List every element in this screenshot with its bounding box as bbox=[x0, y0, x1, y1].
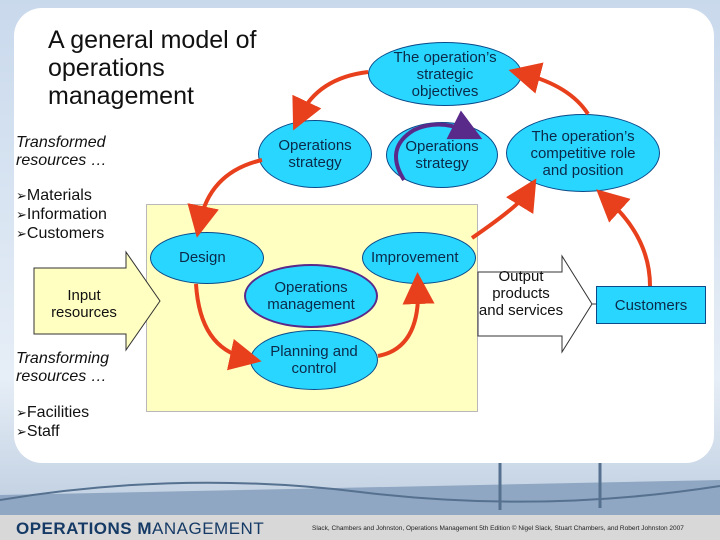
competitive-role-label: The operation’s competitive role and pos… bbox=[530, 127, 636, 179]
transforming-resources-label: Transforming resources … bbox=[16, 350, 110, 385]
improvement-label: Improvement bbox=[371, 249, 459, 266]
book-logo: OPERATIONS MANAGEMENT bbox=[16, 519, 264, 539]
footer-bar bbox=[0, 515, 720, 540]
transformed-resources-label: Transformed resources … bbox=[16, 134, 107, 169]
customers-label: Customers bbox=[614, 296, 688, 314]
list-item-label: Facilities bbox=[26, 404, 90, 421]
design-label: Design bbox=[179, 249, 226, 266]
logo-text-thin: ANAGEMENT bbox=[152, 519, 265, 538]
input-resources-label: Input resources bbox=[51, 287, 117, 321]
page-title: A general model of operations management bbox=[48, 26, 257, 110]
transforming-resources-list: ➢Facilities ➢Staff bbox=[16, 404, 89, 442]
list-item-label: Materials bbox=[26, 187, 92, 204]
operations-strategy-center-label: Operations strategy bbox=[405, 138, 479, 172]
list-item-label: Information bbox=[26, 206, 107, 223]
list-item: ➢Facilities bbox=[16, 404, 89, 423]
list-item: ➢Customers bbox=[16, 225, 107, 244]
transformed-resources-list: ➢Materials ➢Information ➢Customers bbox=[16, 187, 107, 244]
operations-strategy-label: Operations strategy bbox=[278, 137, 352, 171]
list-item-label: Staff bbox=[26, 423, 60, 440]
operations-strategy-ellipse: Operations strategy bbox=[258, 120, 372, 188]
bullet-arrow-icon: ➢ bbox=[16, 208, 27, 223]
design-ellipse: Design bbox=[150, 232, 264, 284]
planning-control-label: Planning and control bbox=[270, 343, 358, 377]
operations-strategy-center-ellipse: Operations strategy bbox=[386, 122, 498, 188]
planning-control-ellipse: Planning and control bbox=[250, 330, 378, 390]
strategic-objectives-label: The operation’s strategic objectives bbox=[393, 48, 497, 100]
copyright-credit: Slack, Chambers and Johnston, Operations… bbox=[312, 525, 684, 532]
improvement-ellipse: Improvement bbox=[362, 232, 476, 284]
list-item-label: Customers bbox=[26, 225, 105, 242]
operations-management-label: Operations management bbox=[267, 279, 355, 313]
bullet-arrow-icon: ➢ bbox=[16, 189, 27, 204]
bullet-arrow-icon: ➢ bbox=[16, 227, 27, 242]
output-label: Output products and services bbox=[478, 268, 564, 319]
strategic-objectives-ellipse: The operation’s strategic objectives bbox=[368, 42, 522, 106]
logo-text-bold: OPERATIONS M bbox=[16, 519, 153, 538]
competitive-role-ellipse: The operation’s competitive role and pos… bbox=[506, 114, 660, 192]
list-item: ➢Staff bbox=[16, 423, 89, 442]
bullet-arrow-icon: ➢ bbox=[16, 406, 27, 421]
bullet-arrow-icon: ➢ bbox=[16, 425, 27, 440]
list-item: ➢Information bbox=[16, 206, 107, 225]
operations-management-ellipse: Operations management bbox=[244, 264, 378, 328]
list-item: ➢Materials bbox=[16, 187, 107, 206]
customers-box: Customers bbox=[596, 286, 706, 324]
